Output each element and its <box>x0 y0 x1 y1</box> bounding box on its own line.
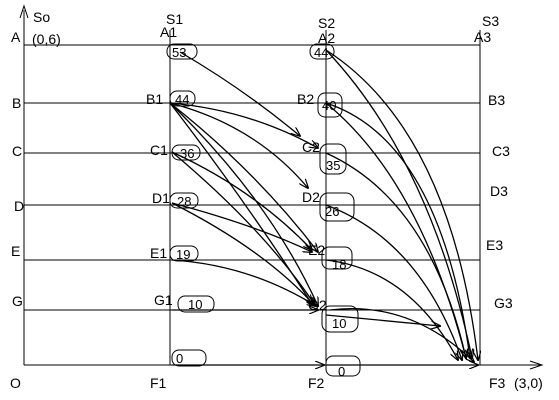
value-box-g2 <box>321 305 359 333</box>
arrow-e1-g2 <box>171 259 316 306</box>
node-value-a2: 44 <box>314 45 328 60</box>
stage-label-s1: S1 <box>166 11 183 27</box>
x-axis-arrowhead <box>529 360 544 370</box>
value-box-d1 <box>169 192 199 209</box>
arrow-a2-f3-b <box>325 49 472 358</box>
arrow-a2-f3 <box>325 49 478 360</box>
node-value-g1: 10 <box>188 297 202 312</box>
coord-top-label: (0,6) <box>32 31 61 47</box>
node-label-d1: D1 <box>152 190 170 206</box>
row-label-left-b: B <box>12 95 21 111</box>
row-label-left-a: A <box>11 29 21 45</box>
bottom-label-f1: F1 <box>150 375 167 391</box>
row-label-left-e: E <box>11 243 20 259</box>
arrow-b2-f3 <box>325 102 470 358</box>
stage-label-s2: S2 <box>318 15 335 31</box>
node-value-e2: 18 <box>332 257 346 272</box>
node-label-e1: E1 <box>150 245 167 261</box>
row-label-right-c3: C3 <box>492 143 510 159</box>
origin-label: O <box>10 375 21 391</box>
row-label-right-d3: D3 <box>490 183 508 199</box>
arrow-b1-c2 <box>169 102 318 148</box>
value-box-d2 <box>319 192 355 222</box>
value-box-e2 <box>321 246 353 270</box>
node-value-c2: 35 <box>326 158 340 173</box>
node-value-e1: 19 <box>176 247 190 262</box>
row-label-right-b3: B3 <box>488 92 505 108</box>
node-value-g2: 10 <box>332 316 346 331</box>
arrow-b1-e2 <box>169 102 318 252</box>
node-label-d2: D2 <box>302 189 320 205</box>
value-box-g1 <box>177 295 215 313</box>
node-value-f2: 0 <box>338 364 345 379</box>
arrow-e2-f3 <box>325 259 458 360</box>
row-label-left-d: D <box>14 198 24 214</box>
stage-label-s3: S3 <box>482 13 499 29</box>
value-box-f1 <box>171 349 207 367</box>
row-label-right-e3: E3 <box>486 237 503 253</box>
arrow-c1-e2 <box>171 151 312 250</box>
arrow-b1-d2 <box>169 102 308 188</box>
arrow-d1-g2 <box>171 202 315 306</box>
stage-label-s0: So <box>33 9 50 25</box>
bottom-label-f2: F2 <box>308 375 325 391</box>
value-box-a1 <box>166 43 198 60</box>
node-value-a1: 53 <box>172 45 186 60</box>
value-box-c2 <box>319 143 347 175</box>
node-value-d2: 26 <box>325 204 339 219</box>
node-label-c1: C1 <box>150 142 168 158</box>
value-box-b2 <box>317 92 343 118</box>
bottom-label-f3: F3 <box>489 375 506 391</box>
node-label-a1: A1 <box>160 24 177 40</box>
node-label-a2: A2 <box>318 30 335 46</box>
arrow-a1-c2 <box>179 51 300 136</box>
coord-right-label: (3,0) <box>514 375 543 391</box>
node-value-f1: 0 <box>176 351 183 366</box>
row-label-right-a3: A3 <box>474 29 491 45</box>
arrow-c1-g2 <box>171 151 315 305</box>
node-label-b2: B2 <box>297 91 314 107</box>
row-label-left-g: G <box>12 293 23 309</box>
arrow-g2-f3 <box>329 307 474 362</box>
row-label-right-g3: G3 <box>494 295 513 311</box>
row-label-left-c: C <box>12 143 22 159</box>
node-label-g1: G1 <box>154 292 173 308</box>
value-box-f2 <box>325 355 361 377</box>
arrow-d2-f3 <box>325 204 462 360</box>
value-box-a2 <box>309 43 335 60</box>
arrow-d1-e2 <box>171 202 312 252</box>
node-label-b1: B1 <box>146 91 163 107</box>
arrow-g2-f3-b <box>325 314 440 326</box>
y-axis-arrowhead <box>19 4 29 19</box>
arrow-c2-f3 <box>325 152 466 358</box>
